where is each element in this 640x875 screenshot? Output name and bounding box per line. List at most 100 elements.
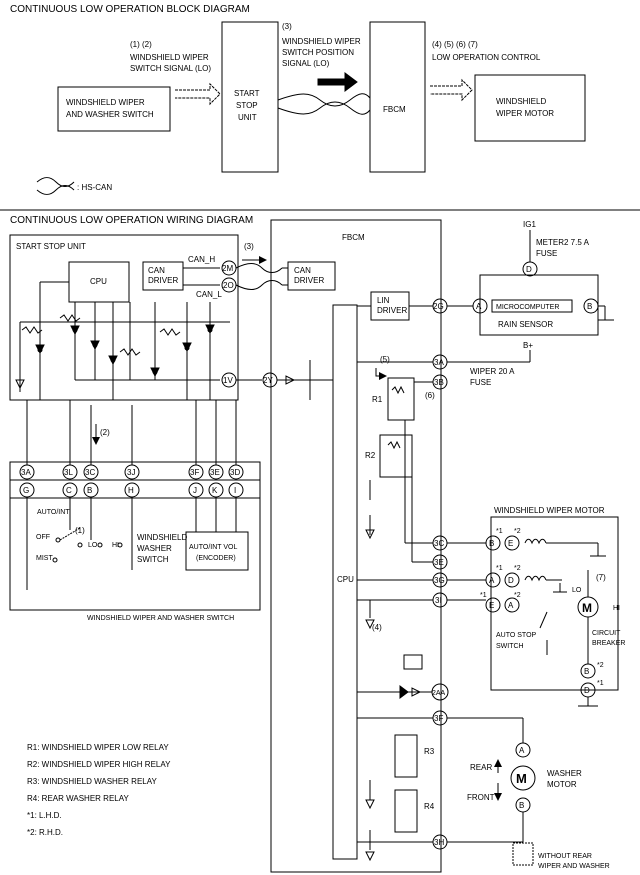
- svg-text:R2: R2: [365, 451, 376, 460]
- wiper-switch-box: [9, 461, 261, 611]
- svg-text:(1): (1): [75, 526, 85, 535]
- svg-text:WITHOUT REAR: WITHOUT REAR: [538, 853, 592, 860]
- svg-text:WINDSHIELD: WINDSHIELD: [496, 97, 546, 106]
- svg-text:R3: WINDSHIELD WASHER RELAY: R3: WINDSHIELD WASHER RELAY: [27, 777, 157, 786]
- svg-text:K: K: [212, 486, 218, 495]
- svg-text:C: C: [66, 486, 72, 495]
- svg-text:R4: R4: [424, 802, 435, 811]
- svg-text:D: D: [584, 686, 590, 695]
- fbcm-cpu: [332, 304, 358, 860]
- svg-text:DRIVER: DRIVER: [377, 306, 407, 315]
- svg-text:DRIVER: DRIVER: [148, 276, 178, 285]
- block-diagram: CONTINUOUS LOW OPERATION BLOCK DIAGRAM W…: [10, 4, 586, 195]
- svg-text:FUSE: FUSE: [536, 249, 557, 258]
- svg-text:R2: WINDSHIELD WIPER HIGH RELA: R2: WINDSHIELD WIPER HIGH RELAY: [27, 760, 171, 769]
- svg-text:B+: B+: [523, 341, 533, 350]
- svg-text:*1: *1: [496, 565, 503, 572]
- svg-text:3F: 3F: [434, 714, 443, 723]
- wiring-diagram: CONTINUOUS LOW OPERATION WIRING DIAGRAM …: [9, 215, 625, 873]
- svg-text:*2: *2: [514, 528, 521, 535]
- svg-text:3J: 3J: [127, 468, 135, 477]
- svg-text:AND WASHER SWITCH: AND WASHER SWITCH: [66, 110, 154, 119]
- svg-text:WIPER 20 A: WIPER 20 A: [470, 367, 515, 376]
- svg-text:M: M: [582, 601, 592, 615]
- svg-text:(2): (2): [100, 428, 110, 437]
- svg-text:OFF: OFF: [36, 534, 50, 541]
- svg-text:WINDSHIELD WIPER: WINDSHIELD WIPER: [282, 37, 361, 46]
- svg-text:J: J: [193, 486, 197, 495]
- svg-text:G: G: [23, 486, 29, 495]
- svg-text:3E: 3E: [434, 558, 444, 567]
- svg-text:CAN: CAN: [294, 266, 311, 275]
- svg-text:LOW OPERATION CONTROL: LOW OPERATION CONTROL: [432, 53, 541, 62]
- relay-legend: R1: WINDSHIELD WIPER LOW RELAY R2: WINDS…: [27, 743, 171, 837]
- svg-text:R1: WINDSHIELD WIPER LOW RELAY: R1: WINDSHIELD WIPER LOW RELAY: [27, 743, 169, 752]
- hs-can-legend: : HS-CAN: [77, 183, 112, 192]
- svg-text:WIPER AND WASHER: WIPER AND WASHER: [538, 863, 610, 870]
- svg-text:CAN_L: CAN_L: [196, 290, 222, 299]
- svg-text:WINDSHIELD WIPER: WINDSHIELD WIPER: [66, 98, 145, 107]
- relay-r3: [394, 734, 418, 778]
- svg-text:R3: R3: [424, 747, 435, 756]
- svg-text:(4): (4): [372, 623, 382, 632]
- wiper-motor-block: [474, 74, 586, 142]
- svg-text:MICROCOMPUTER: MICROCOMPUTER: [496, 304, 559, 311]
- svg-text:B: B: [587, 302, 592, 311]
- svg-text:LO: LO: [88, 542, 98, 549]
- svg-text:HI: HI: [613, 605, 620, 612]
- fbcm-can-driver: [287, 261, 336, 291]
- svg-text:(3): (3): [244, 242, 254, 251]
- svg-text:*1: L.H.D.: *1: L.H.D.: [27, 811, 62, 820]
- svg-text:D: D: [526, 265, 532, 274]
- svg-text:B: B: [489, 539, 494, 548]
- svg-text:LO: LO: [572, 587, 582, 594]
- svg-text:WASHER: WASHER: [547, 769, 582, 778]
- svg-text:CPU: CPU: [90, 277, 107, 286]
- svg-text:FRONT: FRONT: [467, 793, 495, 802]
- svg-text:*1: *1: [496, 528, 503, 535]
- svg-text:I: I: [234, 486, 236, 495]
- svg-text:3D: 3D: [230, 468, 240, 477]
- svg-text:SIGNAL (LO): SIGNAL (LO): [282, 59, 330, 68]
- svg-text:3E: 3E: [210, 468, 220, 477]
- svg-text:SWITCH: SWITCH: [496, 643, 524, 650]
- svg-text:2AA: 2AA: [432, 690, 446, 697]
- svg-text:FBCM: FBCM: [383, 105, 406, 114]
- svg-text:IG1: IG1: [523, 220, 536, 229]
- svg-text:3G: 3G: [434, 576, 445, 585]
- svg-text:E: E: [489, 601, 494, 610]
- svg-text:CIRCUIT: CIRCUIT: [592, 630, 621, 637]
- switch-block: [57, 86, 171, 132]
- relay-r1: [387, 377, 415, 421]
- svg-text:*1: *1: [480, 592, 487, 599]
- switch-pin-connectors: G C B H J K I: [19, 482, 244, 498]
- svg-text:METER2 7.5 A: METER2 7.5 A: [536, 238, 590, 247]
- svg-text:*2: R.H.D.: *2: R.H.D.: [27, 828, 63, 837]
- svg-text:SWITCH POSITION: SWITCH POSITION: [282, 48, 354, 57]
- svg-text:B: B: [519, 801, 524, 810]
- svg-text:HI: HI: [112, 542, 119, 549]
- svg-text:2Y: 2Y: [263, 376, 273, 385]
- svg-text:BREAKER: BREAKER: [592, 640, 625, 647]
- svg-text:WINDSHIELD WIPER MOTOR: WINDSHIELD WIPER MOTOR: [494, 506, 605, 515]
- svg-text:UNIT: UNIT: [238, 113, 257, 122]
- svg-text:2M: 2M: [222, 264, 233, 273]
- svg-text:A: A: [476, 302, 482, 311]
- svg-text:CAN: CAN: [148, 266, 165, 275]
- svg-text:CAN_H: CAN_H: [188, 255, 215, 264]
- svg-text:3A: 3A: [434, 358, 444, 367]
- fbcm-block: [369, 21, 426, 173]
- svg-text:B: B: [584, 667, 589, 676]
- svg-text:R4: REAR WASHER RELAY: R4: REAR WASHER RELAY: [27, 794, 129, 803]
- svg-text:CPU: CPU: [337, 575, 354, 584]
- svg-text:MIST: MIST: [36, 555, 53, 562]
- svg-text:WINDSHIELD WIPER: WINDSHIELD WIPER: [130, 53, 209, 62]
- start-stop-unit-box: [9, 234, 239, 401]
- svg-text:(7): (7): [596, 573, 606, 582]
- svg-text:E: E: [508, 539, 513, 548]
- svg-text:3B: 3B: [434, 378, 444, 387]
- start-stop-block: [221, 21, 279, 173]
- signal-1-2-label: (1) (2): [130, 40, 152, 49]
- svg-text:FBCM: FBCM: [342, 233, 365, 242]
- svg-text:WASHER: WASHER: [137, 544, 172, 553]
